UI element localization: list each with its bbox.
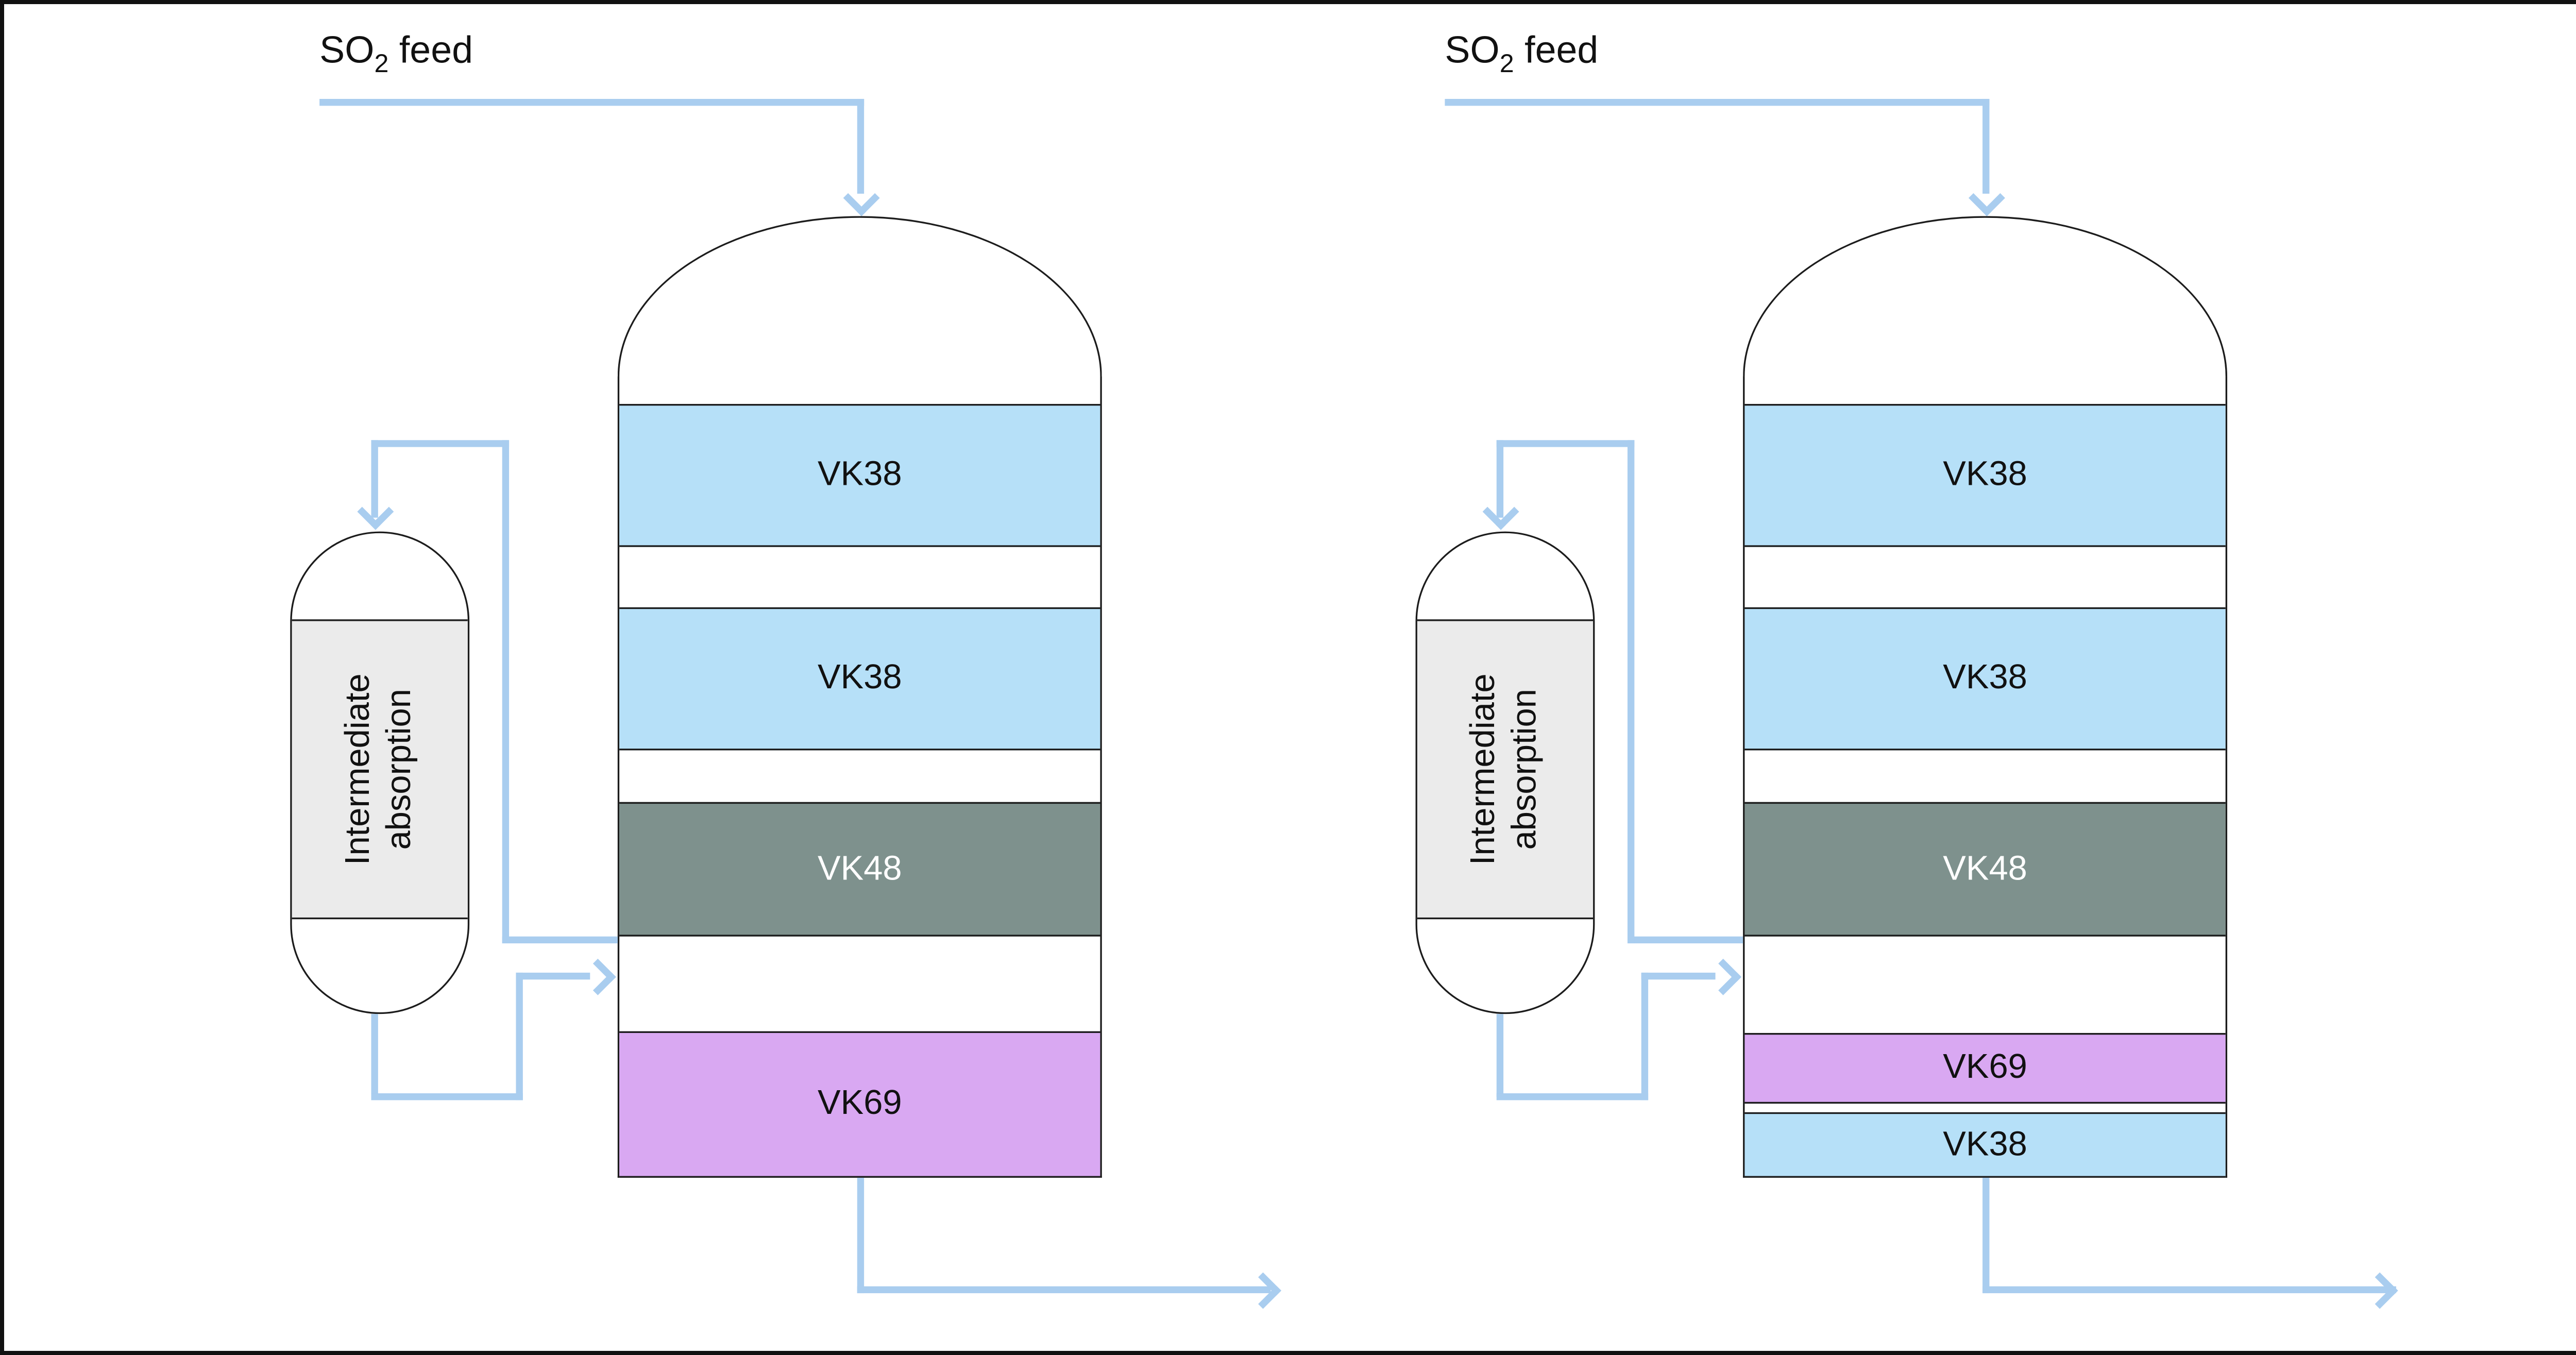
feed-label-rest: feed [1514, 28, 1599, 72]
absorber-return-pipe-segment [1496, 1093, 1649, 1100]
arrow-down-icon [843, 179, 880, 216]
catalyst-bed: VK69 [1744, 1032, 2226, 1104]
converter-dome [617, 216, 1102, 377]
bed-label: VK38 [817, 659, 902, 697]
absorber-return-pipe-segment [516, 972, 523, 1100]
absorber-supply-pipe-segment [1496, 440, 1635, 447]
absorber-supply-pipe-segment [1496, 440, 1504, 518]
outlet-pipe-segment [857, 1177, 865, 1294]
bed-label: VK38 [817, 455, 902, 494]
arrow-right-icon [1705, 958, 1742, 995]
catalyst-bed: VK48 [619, 802, 1100, 937]
absorber-supply-pipe-segment [502, 440, 510, 944]
absorber-label-line2: absorption [1506, 688, 1545, 850]
arrow-right-icon [1245, 1272, 1282, 1309]
converter-dome [1743, 216, 2228, 377]
absorber-return-pipe-segment [1641, 972, 1649, 1100]
arrow-down-icon [1482, 493, 1519, 530]
bed-label: VK38 [1943, 1125, 2027, 1163]
bed-label: VK69 [817, 1085, 902, 1123]
feed-label-subscript: 2 [1499, 49, 1514, 79]
outlet-pipe-segment [857, 1286, 1271, 1294]
catalyst-bed: VK38 [1744, 607, 2226, 751]
bed-label: VK48 [1943, 849, 2027, 888]
catalyst-bed: VK38 [1744, 404, 2226, 547]
absorber-label-line1: Intermediate [340, 673, 378, 866]
absorber-label: Intermediate absorption [1464, 673, 1547, 865]
arrow-down-icon [357, 493, 394, 530]
so2-feed-label: SO2 feed [1445, 28, 1598, 79]
intermediate-absorber: Intermediate absorption [1415, 531, 1595, 1014]
absorber-return-pipe-segment [1641, 972, 1716, 980]
absorber-label: Intermediate absorption [338, 673, 421, 865]
bed-label: VK38 [1943, 659, 2027, 697]
absorber-supply-pipe-segment [502, 936, 618, 944]
feed-label-subscript: 2 [374, 49, 389, 79]
so2-feed-label: SO2 feed [319, 28, 473, 79]
feed-label-rest: feed [388, 28, 473, 72]
absorber-label-line2: absorption [381, 688, 420, 850]
feed-label-base: SO [319, 28, 375, 72]
bed-label: VK69 [1943, 1048, 2027, 1087]
absorber-label-line1: Intermediate [1465, 673, 1504, 866]
feed-pipe-segment [857, 98, 865, 194]
outlet-pipe-segment [1982, 1177, 1990, 1294]
converter-vessel: VK38 VK38 VK48 VK69 [617, 376, 1102, 1178]
absorber-return-pipe-segment [516, 972, 590, 980]
absorber-supply-pipe-segment [1627, 936, 1743, 944]
bed-label: VK38 [1943, 455, 2027, 494]
feed-pipe-segment [1982, 98, 1990, 194]
catalyst-bed: VK38 [619, 404, 1100, 547]
outlet-pipe-segment [1982, 1286, 2396, 1294]
catalyst-bed: VK69 [619, 1031, 1100, 1178]
arrow-right-icon [2361, 1272, 2398, 1309]
feed-pipe-segment [1445, 98, 1990, 106]
converter-vessel: VK38 VK38 VK48 VK69 VK38 [1743, 376, 2228, 1178]
absorber-supply-pipe-segment [1627, 440, 1635, 944]
absorber-return-pipe-segment [371, 1014, 378, 1097]
arrow-down-icon [1968, 179, 2005, 216]
absorber-supply-pipe-segment [371, 440, 378, 518]
catalyst-bed: VK38 [1744, 1112, 2226, 1178]
intermediate-absorber: Intermediate absorption [290, 531, 470, 1014]
absorber-return-pipe-segment [1496, 1014, 1504, 1097]
diagram-canvas: SO2 feed VK38 VK38 VK48 VK69 Intermediat… [4, 4, 2576, 1351]
arrow-right-icon [579, 958, 616, 995]
feed-pipe-segment [319, 98, 865, 106]
feed-label-base: SO [1445, 28, 1500, 72]
catalyst-bed: VK38 [619, 607, 1100, 751]
absorber-band: Intermediate absorption [292, 619, 468, 920]
absorber-band: Intermediate absorption [1417, 619, 1594, 920]
bed-label: VK48 [817, 849, 902, 888]
catalyst-bed: VK48 [1744, 802, 2226, 937]
absorber-return-pipe-segment [371, 1093, 523, 1100]
absorber-supply-pipe-segment [371, 440, 510, 447]
